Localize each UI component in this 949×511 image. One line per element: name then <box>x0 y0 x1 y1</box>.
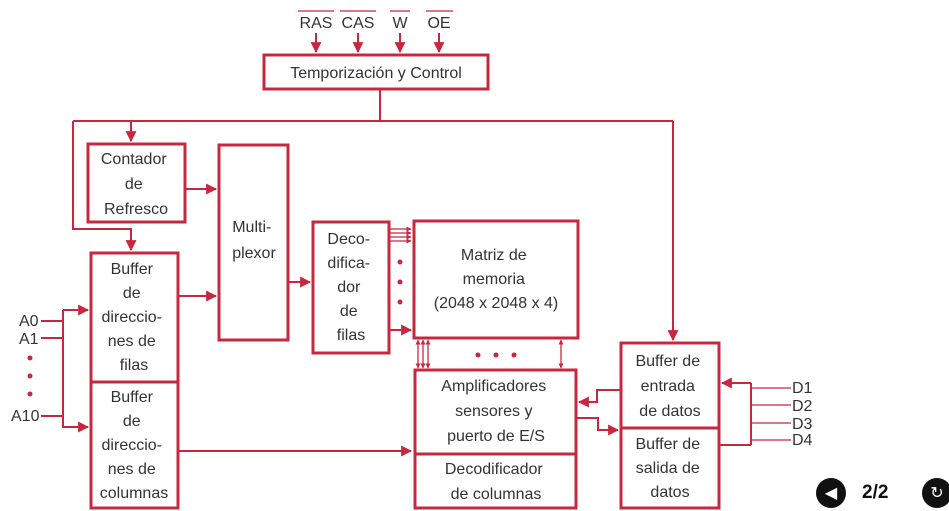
row-address-buffer-line: direccio- <box>102 309 162 326</box>
svg-text:Buffer de salida de: Buffer de salida de datos <box>635 436 704 501</box>
sense-amplifiers-block: Amplificadores sensores y puerto de E/S <box>413 368 578 456</box>
replay-icon[interactable]: ↻ <box>922 478 949 508</box>
data-input-buffer-block: Buffer de entrada de datos <box>619 341 721 430</box>
multiplexer-line: plexor <box>232 245 276 262</box>
memory-array-line: (2048 x 2048 x 4) <box>434 295 559 312</box>
data-output-buffer-block: Buffer de salida de datos <box>619 426 721 510</box>
column-address-buffer-line: direccio- <box>102 437 162 454</box>
arrow-left-icon[interactable]: ◀ <box>816 478 846 508</box>
row-decoder-line: difica- <box>327 255 370 272</box>
svg-text:Buffer de direccio: Buffer de direccio- nes de filas <box>102 261 167 374</box>
column-decoder-line: Decodificador <box>445 461 544 478</box>
refresh-counter-line: Refresco <box>104 201 168 218</box>
refresh-counter-line: Contador <box>101 151 167 168</box>
svg-text:Amplificadores sensores: Amplificadores sensores y puerto de E/S <box>441 378 550 445</box>
column-address-buffer-line: columnas <box>100 485 168 502</box>
svg-text:Multi- plexor: Multi- plexor <box>232 219 276 262</box>
svg-text:Temporización y Control: Temporización y Control <box>290 65 462 82</box>
refresh-counter-block: Contador de Refresco <box>86 142 187 224</box>
row-decoder-block: Deco- difica- dor de filas <box>311 220 391 355</box>
svg-text:Contador de Refres: Contador de Refresco <box>101 151 171 218</box>
row-address-buffer-line: de <box>123 285 141 302</box>
column-address-buffer-block: Buffer de direccio- nes de columnas <box>89 380 180 510</box>
data-input-buffer-line: entrada <box>641 378 695 395</box>
data-output-buffer-line: Buffer de <box>635 436 700 453</box>
address-line-a1: A1 <box>19 331 39 348</box>
signal-cas: CAS <box>342 15 375 32</box>
row-address-buffer-line: filas <box>120 357 148 374</box>
data-output-buffer-line: datos <box>650 484 689 501</box>
data-output-buffer-line: salida de <box>636 460 700 477</box>
data-lines: D1 D2 D3 D4 <box>719 377 813 449</box>
page-indicator: 2/2 <box>862 482 889 503</box>
data-input-buffer-line: de datos <box>639 403 700 420</box>
control-signals: RAS CAS W OE <box>298 10 453 54</box>
column-address-buffer-line: Buffer <box>111 389 154 406</box>
sense-amplifiers-line: sensores y <box>455 403 532 420</box>
svg-text:Deco- difica- dor: Deco- difica- dor de filas <box>327 231 374 344</box>
timing-control-label: Temporización y Control <box>290 65 462 82</box>
multiplexer-block: Multi- plexor <box>217 143 290 342</box>
address-lines: A0 A1 A10 <box>11 304 90 433</box>
address-line-a10: A10 <box>11 408 40 425</box>
signal-w: W <box>392 15 408 32</box>
data-line-d2: D2 <box>792 398 813 415</box>
memory-array-line: Matriz de <box>461 247 527 264</box>
column-address-buffer-line: nes de <box>108 461 156 478</box>
sense-amplifiers-line: Amplificadores <box>441 378 546 395</box>
column-address-buffer-line: de <box>123 413 141 430</box>
row-address-buffer-block: Buffer de direccio- nes de filas <box>89 251 180 384</box>
row-decoder-line: Deco- <box>327 231 370 248</box>
address-line-a0: A0 <box>19 313 39 330</box>
row-decoder-line: filas <box>337 327 365 344</box>
memory-array-block: Matriz de memoria (2048 x 2048 x 4) <box>412 219 580 340</box>
slide-navigation: ◀ 2/2 ↻ <box>812 476 949 510</box>
data-line-d4: D4 <box>792 432 813 449</box>
row-decoder-line: dor <box>337 279 361 296</box>
column-decoder-block: Decodificador de columnas <box>413 452 578 510</box>
signal-ras: RAS <box>300 15 333 32</box>
column-decoder-line: de columnas <box>451 486 542 503</box>
row-decoder-line: de <box>340 303 358 320</box>
multiplexer-line: Multi- <box>232 219 271 236</box>
signal-oe: OE <box>427 15 450 32</box>
memory-array-line: memoria <box>463 271 525 288</box>
sense-amplifiers-line: puerto de E/S <box>447 428 545 445</box>
timing-control-block: Temporización y Control <box>262 53 490 91</box>
row-address-buffer-line: nes de <box>108 333 156 350</box>
refresh-counter-line: de <box>125 176 143 193</box>
row-address-buffer-line: Buffer <box>111 261 154 278</box>
data-line-d1: D1 <box>792 380 813 397</box>
data-input-buffer-line: Buffer de <box>635 353 700 370</box>
svg-text:Matriz de memoria: Matriz de memoria (2048 x 2048 x 4) <box>434 247 559 312</box>
data-line-d3: D3 <box>792 416 813 433</box>
svg-text:Decodificador de columna: Decodificador de columnas <box>445 461 547 503</box>
svg-text:Buffer de entrada: Buffer de entrada de datos <box>635 353 704 420</box>
svg-text:Buffer de direccio: Buffer de direccio- nes de columnas <box>100 389 168 502</box>
